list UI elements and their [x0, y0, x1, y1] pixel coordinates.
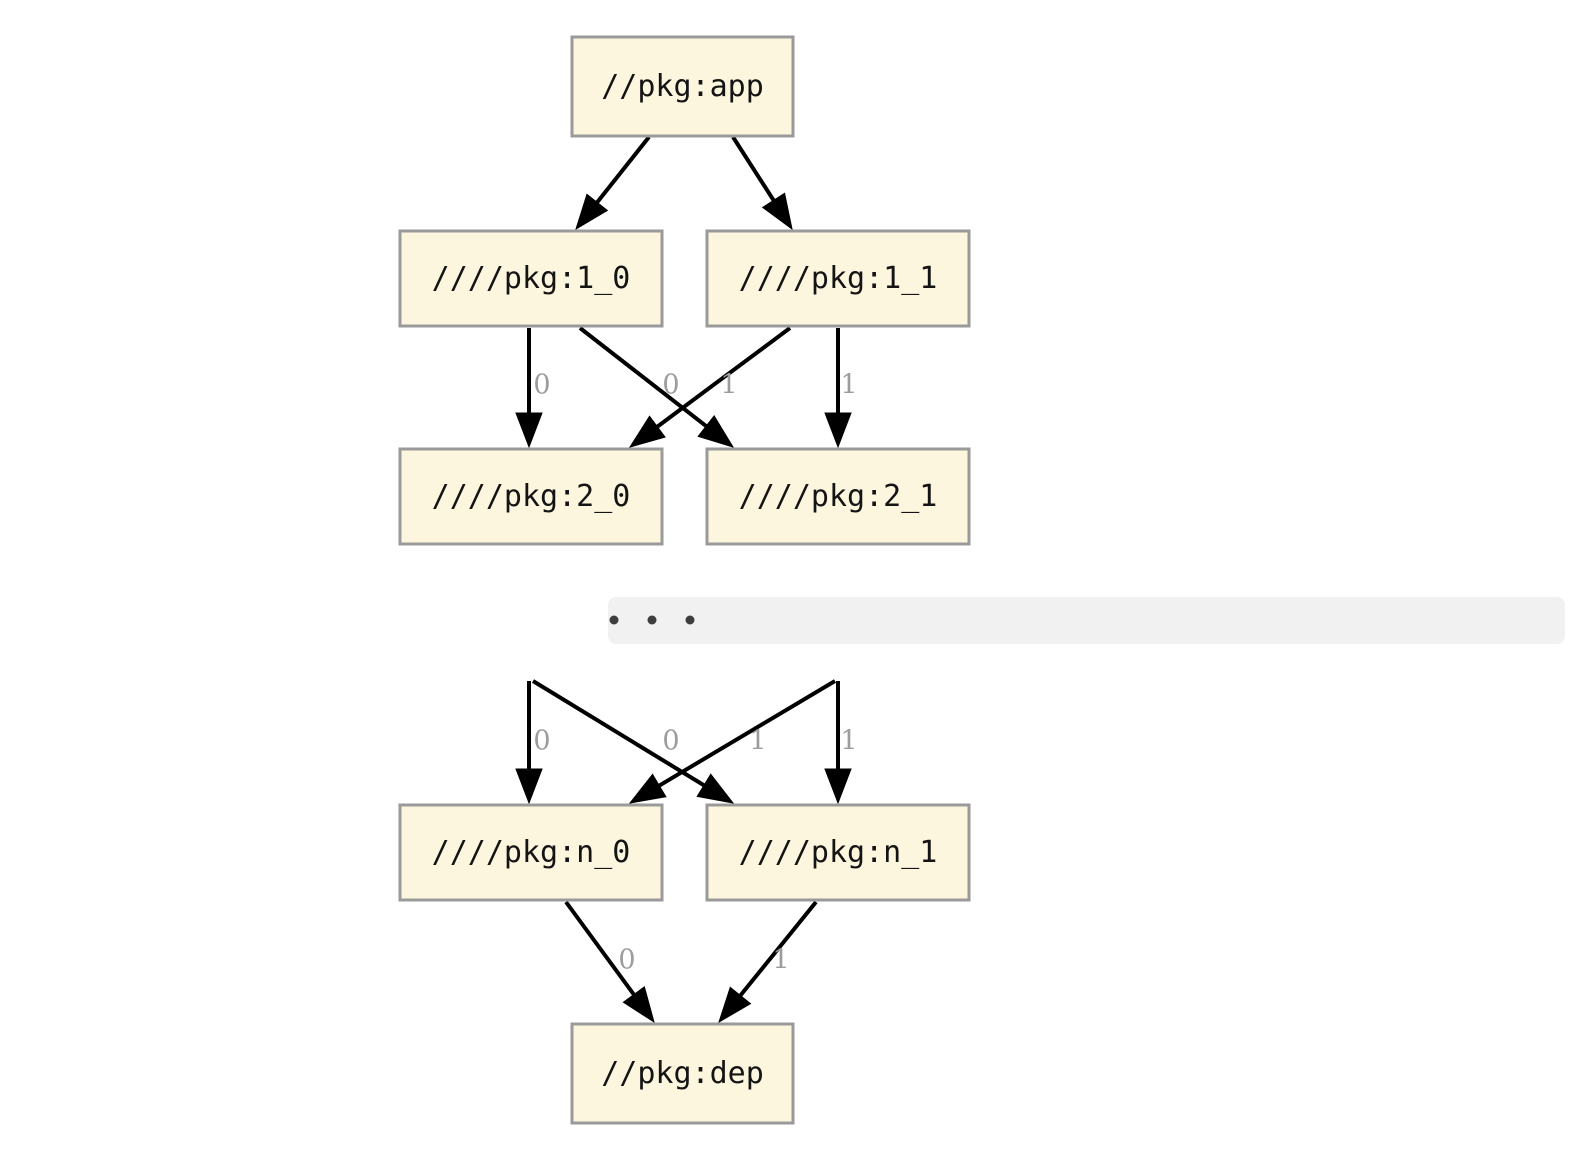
- edge-line: [654, 679, 837, 790]
- edge-line: [736, 900, 818, 1000]
- edge-arrowhead: [628, 773, 667, 804]
- edge-nn_1-to-dep: 1: [718, 900, 818, 1024]
- edge-arrowhead: [824, 412, 852, 449]
- ellipsis-dot-0: [609, 615, 619, 625]
- node-box[interactable]: [398, 229, 664, 328]
- edge-arrowhead: [697, 414, 735, 448]
- edge-label: 0: [533, 726, 550, 757]
- node-n1_0[interactable]: ////pkg:1_0: [398, 229, 664, 328]
- edge-label: 1: [772, 945, 789, 976]
- ellipsis-band: [608, 597, 1565, 644]
- node-label: ////pkg:2_1: [739, 479, 938, 514]
- edge-app-to-n1_1: [731, 135, 793, 231]
- edge-line: [578, 326, 711, 431]
- node-n2_1[interactable]: ////pkg:2_1: [705, 447, 971, 546]
- node-app[interactable]: //pkg:app: [570, 35, 795, 138]
- edge-arrowhead: [515, 768, 543, 805]
- edge-label: 1: [749, 726, 766, 757]
- node-nn_0[interactable]: ////pkg:n_0: [398, 803, 664, 902]
- edge-arrowhead: [628, 415, 666, 448]
- edge-label: 1: [840, 370, 857, 401]
- edge-arrowhead: [575, 193, 609, 231]
- edge-source-to-nn_1: 1: [824, 681, 858, 805]
- node-box[interactable]: [570, 35, 795, 138]
- edge-arrowhead: [824, 768, 852, 805]
- edge-label: 0: [618, 945, 635, 976]
- edge-arrowhead: [718, 986, 752, 1024]
- edge-n1_1-to-n2_1: 1: [824, 328, 858, 449]
- edge-n1_1-to-n2_0: 1: [628, 326, 792, 448]
- node-n2_0[interactable]: ////pkg:2_0: [398, 447, 664, 546]
- edge-line: [731, 135, 778, 205]
- edge-n1_0-to-n2_0: 0: [515, 328, 551, 449]
- edge-nn_0-to-dep: 0: [564, 900, 655, 1024]
- edge-app-to-n1_0: [575, 135, 651, 231]
- edge-arrowhead: [761, 192, 793, 231]
- edge-line: [531, 679, 709, 790]
- edge-line: [564, 900, 638, 999]
- node-label: ////pkg:1_1: [739, 261, 938, 296]
- edge-arrowhead: [515, 412, 543, 449]
- edge-label: 0: [662, 726, 679, 757]
- ellipsis-dot-1: [647, 615, 657, 625]
- node-label: //pkg:app: [601, 69, 764, 104]
- node-box[interactable]: [398, 447, 664, 546]
- node-dep[interactable]: //pkg:dep: [570, 1022, 795, 1125]
- node-label: //pkg:dep: [601, 1056, 764, 1091]
- edge-source-to-nn_1: 0: [531, 679, 735, 804]
- node-n1_1[interactable]: ////pkg:1_1: [705, 229, 971, 328]
- edge-arrowhead: [622, 986, 655, 1024]
- edge-label: 0: [533, 370, 550, 401]
- node-nn_1[interactable]: ////pkg:n_1: [705, 803, 971, 902]
- node-box[interactable]: [705, 229, 971, 328]
- edge-source-to-nn_0: 0: [515, 681, 551, 805]
- node-label: ////pkg:2_0: [432, 479, 631, 514]
- node-box[interactable]: [705, 447, 971, 546]
- node-box[interactable]: [705, 803, 971, 902]
- edge-line: [593, 135, 651, 207]
- ellipsis-dot-2: [685, 615, 695, 625]
- edge-label: 1: [840, 726, 857, 757]
- node-label: ////pkg:n_1: [739, 835, 938, 870]
- node-label: ////pkg:n_0: [432, 835, 631, 870]
- edge-source-to-nn_0: 1: [628, 679, 837, 804]
- edge-line: [652, 326, 792, 431]
- node-box[interactable]: [570, 1022, 795, 1125]
- node-box[interactable]: [398, 803, 664, 902]
- edge-n1_0-to-n2_1: 0: [578, 326, 735, 448]
- edge-arrowhead: [696, 773, 735, 804]
- edge-label: 1: [720, 370, 737, 401]
- node-label: ////pkg:1_0: [432, 261, 631, 296]
- edge-label: 0: [662, 370, 679, 401]
